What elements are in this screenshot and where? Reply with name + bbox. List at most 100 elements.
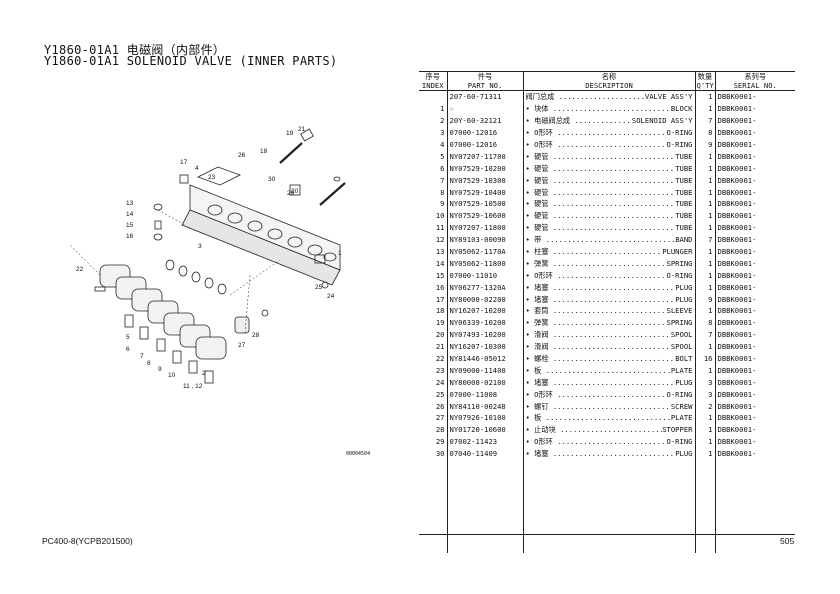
row-description: O-RING — [666, 389, 693, 399]
row-index: 23 — [435, 365, 445, 375]
row-description: TUBE — [675, 211, 693, 221]
row-serial: DBBK0001- — [714, 245, 795, 258]
row-name-cn: • 堵塞 ...................................… — [525, 377, 676, 387]
row-index: 14 — [435, 258, 445, 268]
row-serial: DBBK0001- — [714, 90, 795, 103]
row-index: 9 — [440, 199, 445, 209]
row-part-number: NY07207-11800 — [446, 221, 523, 234]
row-description-cell: • 硬管 ...................................… — [522, 198, 695, 210]
row-quantity: 9 — [694, 138, 715, 151]
callout-26: 26 — [238, 152, 246, 159]
callout-labels: 1 2 3 4 5 6 7 8 9 10 11 , 12 13 14 15 16… — [76, 126, 342, 390]
row-name-cn: • 板 ....................................… — [525, 365, 671, 375]
row-index: 12 — [435, 235, 445, 245]
row-quantity: 1 — [694, 209, 715, 222]
row-index: 17 — [435, 294, 445, 304]
row-serial: DBBK0001- — [714, 447, 795, 460]
row-index — [419, 91, 447, 103]
row-part-number: NY01720-10600 — [446, 423, 523, 436]
row-name-cn: • 带 ....................................… — [525, 235, 676, 245]
row-description: BOLT — [675, 354, 693, 364]
drawing-code: 00004504 — [346, 451, 371, 457]
row-serial: DBBK0001- — [714, 305, 795, 317]
row-part-number: NY07529-10600 — [446, 209, 523, 222]
header-row-en: INDEX PART NO. DESCRIPTION Q'TY SERIAL N… — [419, 81, 795, 91]
row-serial: DBBK0001- — [714, 281, 795, 294]
row-description: PLUG — [675, 294, 693, 304]
row-quantity: 7 — [694, 233, 715, 246]
row-serial: DBBK0001- — [714, 400, 795, 413]
row-description-cell: 阀门总成 ...................................… — [522, 90, 695, 103]
page-title-chinese: Y1860-01A1 电磁阀（内部件） — [44, 43, 226, 57]
row-description-cell: • 板 ....................................… — [522, 364, 695, 377]
callout-5: 5 — [126, 334, 130, 341]
row-part-number: NY09000-11400 — [446, 364, 523, 377]
callout-27: 27 — [238, 342, 246, 349]
row-serial: DBBK0001- — [714, 364, 795, 377]
row-part-number: NY07529-10200 — [446, 162, 523, 175]
row-description: PLUG — [675, 282, 693, 292]
row-index: 16 — [435, 282, 445, 292]
row-serial: DBBK0001- — [714, 198, 795, 210]
row-name-cn: • 块体 ...................................… — [525, 104, 671, 114]
row-name-cn: • 硬管 ...................................… — [525, 187, 676, 197]
row-index: 28 — [435, 425, 445, 435]
row-part-number: NY81446-05012 — [446, 352, 523, 365]
row-quantity: 7 — [694, 114, 715, 127]
row-description-cell: • 硬管 ...................................… — [522, 150, 695, 163]
row-description-cell: • 弹簧 ...................................… — [522, 316, 695, 329]
row-quantity: 1 — [694, 150, 715, 163]
callout-24: 24 — [327, 293, 335, 300]
row-quantity: 1 — [694, 102, 715, 115]
page-title-english: Y1860-01A1 SOLENOID VALVE (INNER PARTS) — [44, 54, 338, 68]
connectors — [124, 314, 214, 384]
row-serial: DBBK0001- — [714, 174, 795, 187]
row-name-cn: • 柱塞 ...................................… — [525, 247, 663, 257]
row-name-cn: • 堵塞 ...................................… — [525, 294, 676, 304]
row-quantity: 8 — [694, 316, 715, 329]
header-index-en: INDEX — [419, 81, 447, 91]
callout-11-12: 11 , 12 — [183, 383, 203, 390]
row-index: 6 — [440, 163, 445, 173]
row-description: TUBE — [675, 187, 693, 197]
row-index: 18 — [435, 306, 445, 316]
row-name-cn: • 硬管 ...................................… — [525, 151, 676, 161]
row-quantity: 1 — [694, 423, 715, 436]
callout-28: 28 — [252, 332, 260, 339]
row-description-cell: • 止动块 ..................................… — [522, 423, 695, 436]
row-description-cell: • 带 ....................................… — [522, 233, 695, 246]
row-description-cell: • 螺钉 ...................................… — [522, 400, 695, 413]
row-description: SPRING — [666, 258, 693, 268]
row-serial: DBBK0001- — [714, 352, 795, 365]
row-description: SPOOL — [670, 342, 693, 352]
row-part-number: NY16207-10300 — [446, 340, 523, 353]
row-index: 1 — [440, 104, 445, 114]
row-index: 24 — [435, 377, 445, 387]
empty-cell — [419, 460, 447, 553]
row-name-cn: • 硬管 ...................................… — [525, 211, 676, 221]
row-quantity: 8 — [694, 126, 715, 139]
row-name-cn: • 板 ....................................… — [525, 413, 671, 423]
row-description-cell: • 硬管 ...................................… — [522, 174, 695, 187]
row-part-number: NY06277-1320A — [446, 281, 523, 294]
row-serial: DBBK0001- — [714, 257, 795, 270]
plate-shape — [196, 166, 242, 186]
row-part-number: NY84110-00248 — [446, 400, 523, 413]
callout-8: 8 — [147, 360, 151, 367]
row-name-cn: • 硬管 ...................................… — [525, 163, 676, 173]
row-quantity: 2 — [694, 400, 715, 413]
row-description: SPOOL — [670, 330, 693, 340]
row-name-cn: • 硬管 ...................................… — [525, 223, 676, 233]
row-index: 7 — [440, 175, 445, 185]
row-index: 30 — [435, 449, 445, 459]
row-part-number: NY07207-11700 — [446, 150, 523, 163]
